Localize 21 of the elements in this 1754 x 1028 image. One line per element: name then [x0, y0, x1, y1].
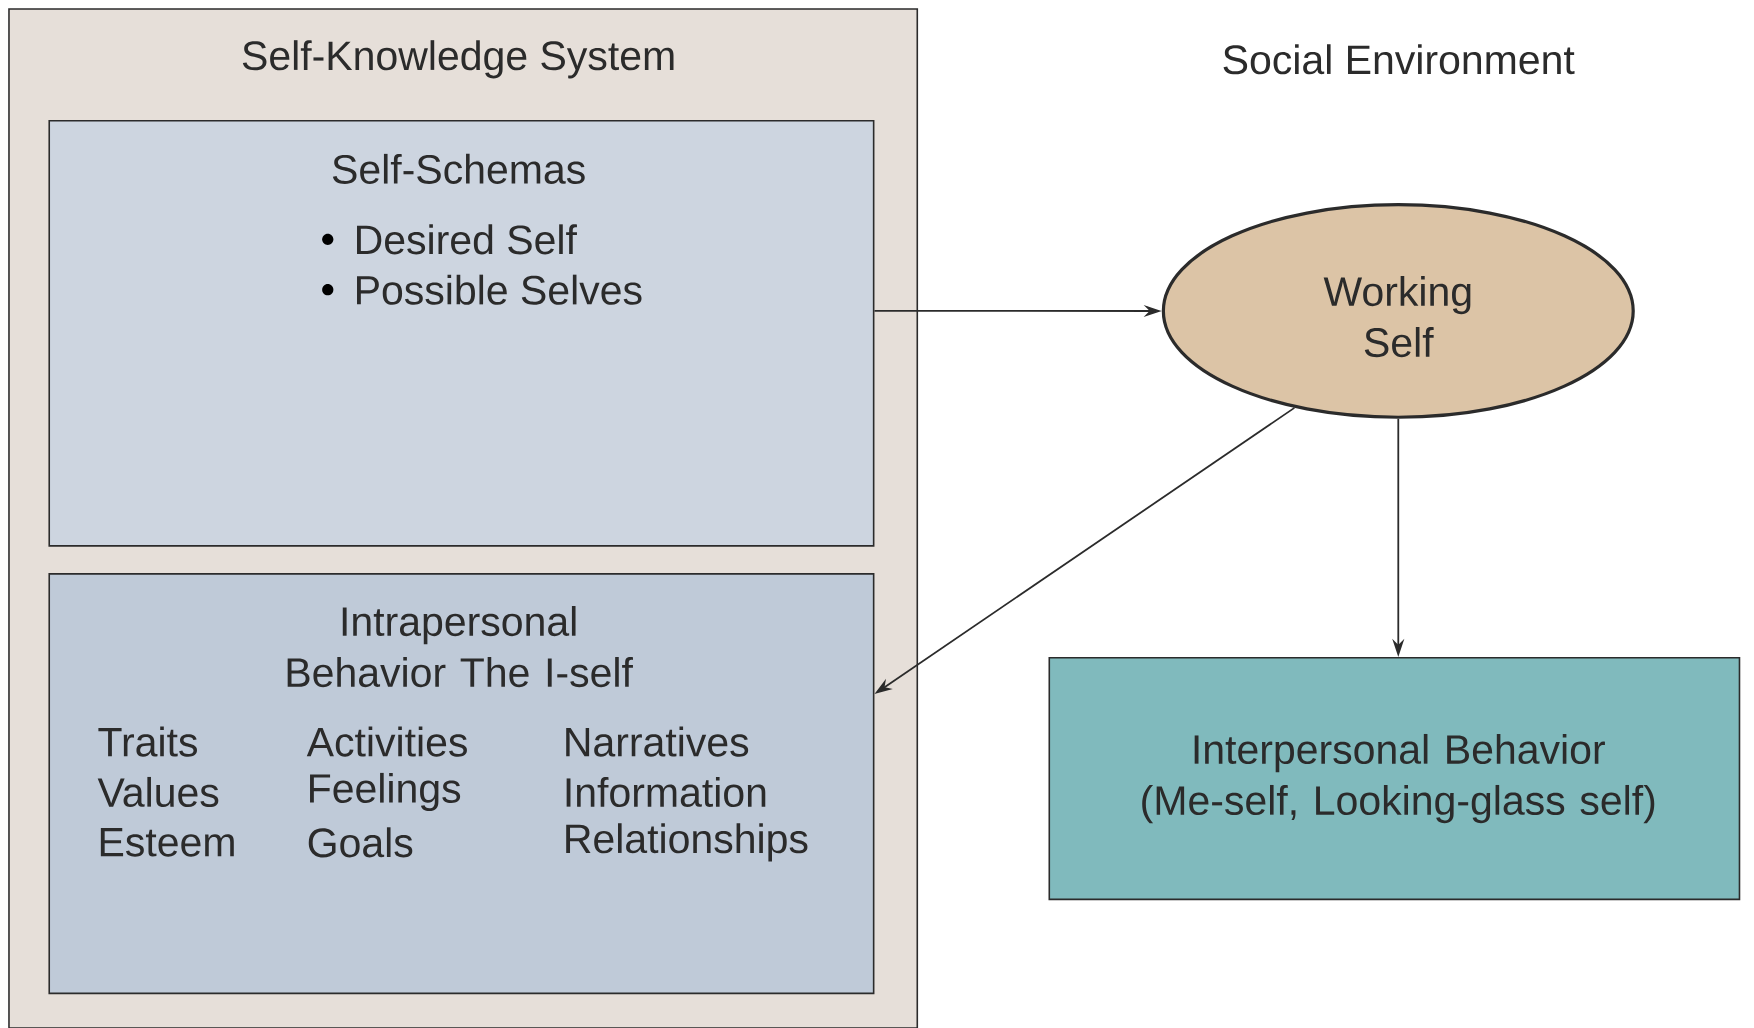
list-item: Traits: [98, 726, 197, 757]
box-label: Interpersonal Behavior (Me-self, Looking-glass self): [1142, 733, 1655, 824]
list-item: Narratives: [566, 726, 749, 757]
schema-box: [48, 120, 875, 547]
ellipse-label: Working Self: [1323, 276, 1471, 358]
list-item: Relationships: [566, 823, 808, 862]
heading: Self-Schemas: [332, 153, 585, 184]
heading: Intrapersonal Behavior The I-self: [287, 606, 633, 688]
list-item: Feelings: [310, 772, 461, 812]
behavior-box: [1048, 656, 1741, 901]
list-item: Goals: [308, 827, 413, 858]
list-item: Esteem: [100, 828, 234, 857]
behavior-box: [48, 573, 875, 995]
heading: Self-Knowledge System: [242, 40, 674, 79]
region-heading: Social Environment: [1223, 44, 1575, 75]
working-self-ellipse: [1161, 203, 1635, 419]
list-item: Values: [97, 776, 219, 808]
bullet-item: Desired Self: [322, 224, 577, 255]
list-item: Activities: [306, 726, 467, 757]
bullet-item: Possible Selves: [322, 274, 642, 305]
list-item: Information: [566, 776, 766, 808]
